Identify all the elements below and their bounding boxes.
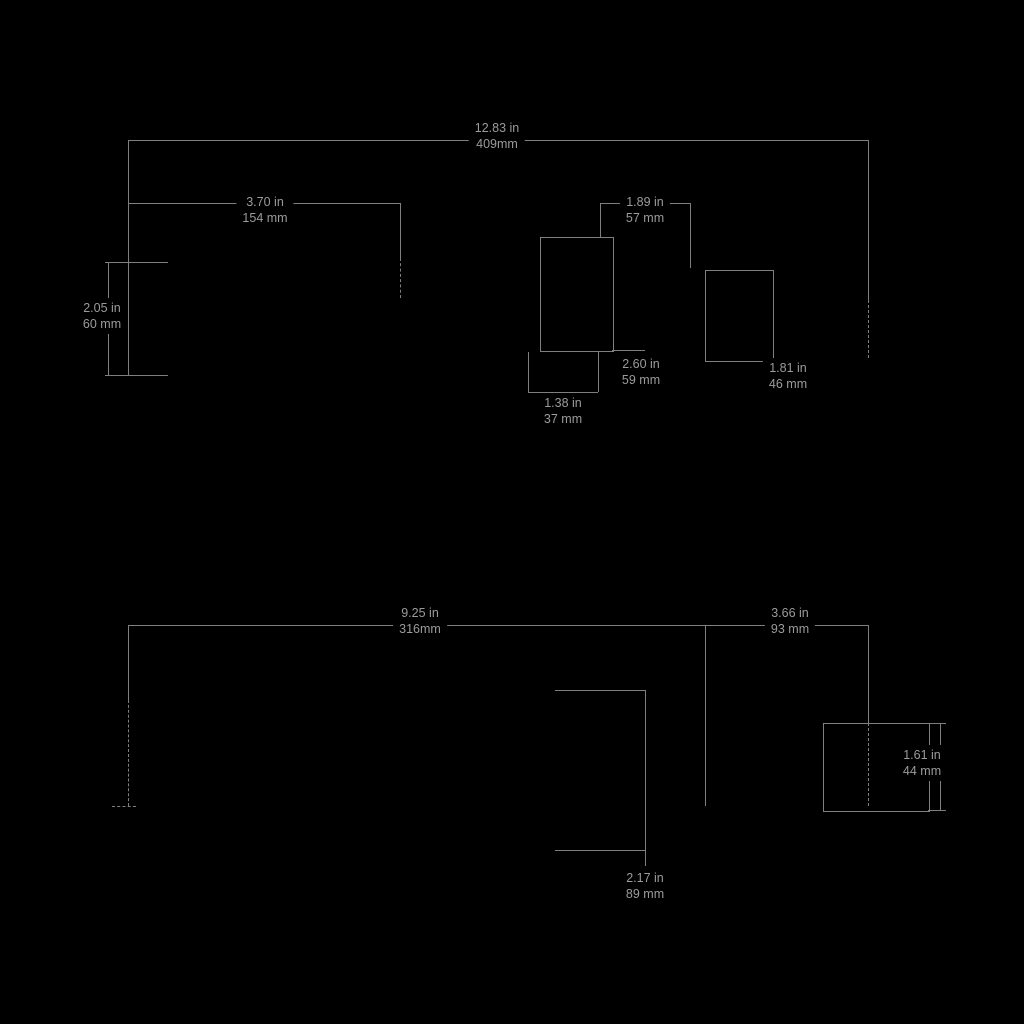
dim-label-top-mid-depth: 2.60 in 59 mm bbox=[615, 354, 667, 390]
dim-label-bottom-overall: 9.25 in 316mm bbox=[393, 603, 447, 639]
dim-value-mm: 316mm bbox=[399, 622, 441, 636]
dim-value-in: 3.70 in bbox=[246, 195, 284, 209]
dim-value-mm: 409mm bbox=[476, 137, 518, 151]
dim-value-in: 1.81 in bbox=[769, 361, 807, 375]
extension-line-370-right-dashed bbox=[400, 258, 401, 298]
dim-value-in: 2.60 in bbox=[622, 357, 660, 371]
dim-value-mm: 60 mm bbox=[82, 317, 122, 331]
extension-line-189-right bbox=[690, 203, 691, 268]
dim-value-mm: 154 mm bbox=[242, 211, 288, 225]
extension-tick-161-bottom bbox=[928, 810, 946, 811]
extension-line-bottom-mid bbox=[705, 625, 706, 806]
extension-line-217 bbox=[645, 850, 646, 866]
dim-value-mm: 93 mm bbox=[770, 622, 810, 636]
dim-value-mm: 59 mm bbox=[621, 373, 661, 387]
dim-value-in: 3.66 in bbox=[771, 606, 809, 620]
dim-label-top-mid-width: 1.89 in 57 mm bbox=[619, 192, 671, 228]
part-outline-bottom-mid-top bbox=[555, 690, 645, 691]
dim-label-top-overall: 12.83 in 409mm bbox=[468, 118, 526, 154]
dim-value-in: 9.25 in bbox=[401, 606, 439, 620]
extension-line-bottom-left-dashed bbox=[128, 700, 129, 806]
extension-tick-height-top bbox=[105, 262, 168, 263]
extension-line-189-left bbox=[600, 203, 601, 237]
extension-line-bottom-right-dashed bbox=[868, 723, 869, 806]
extension-tick-260 bbox=[612, 350, 645, 351]
dim-value-in: 1.61 in bbox=[903, 748, 941, 762]
dim-label-bottom-mid-depth: 2.17 in 89 mm bbox=[619, 868, 671, 904]
extension-line-top-right bbox=[868, 140, 869, 300]
dim-value-mm: 37 mm bbox=[543, 412, 583, 426]
extension-line-138-right bbox=[598, 352, 599, 392]
dim-value-mm: 57 mm bbox=[625, 211, 665, 225]
extension-line-top-left bbox=[128, 140, 129, 375]
extension-line-bottom-right bbox=[868, 625, 869, 723]
dim-label-top-right-depth: 1.81 in 46 mm bbox=[762, 358, 814, 394]
extension-line-138-left bbox=[528, 352, 529, 392]
dim-value-in: 1.89 in bbox=[626, 195, 664, 209]
dim-label-top-left-width: 3.70 in 154 mm bbox=[236, 192, 294, 228]
dim-value-in: 2.17 in bbox=[626, 871, 664, 885]
dim-value-mm: 89 mm bbox=[625, 887, 665, 901]
extension-tick-bottom-left bbox=[112, 806, 136, 807]
dim-value-in: 2.05 in bbox=[83, 301, 121, 315]
dim-value-in: 1.38 in bbox=[544, 396, 582, 410]
dim-value-mm: 46 mm bbox=[768, 377, 808, 391]
part-outline-top-middle bbox=[540, 237, 614, 352]
part-outline-bottom-mid-bottom bbox=[555, 850, 645, 851]
dim-line-top-mid-base bbox=[528, 392, 598, 393]
extension-line-370-right bbox=[400, 203, 401, 258]
dim-label-top-left-height: 2.05 in 60 mm bbox=[76, 298, 128, 334]
dim-label-bottom-right-height: 1.61 in 44 mm bbox=[896, 745, 948, 781]
extension-line-top-right-dashed bbox=[868, 300, 869, 358]
part-outline-top-right bbox=[705, 270, 774, 362]
dim-label-top-mid-base: 1.38 in 37 mm bbox=[537, 393, 589, 429]
dim-label-bottom-right-width: 3.66 in 93 mm bbox=[764, 603, 816, 639]
extension-tick-161-top bbox=[928, 723, 946, 724]
dim-value-in: 12.83 in bbox=[474, 121, 520, 135]
extension-tick-height-bottom bbox=[105, 375, 168, 376]
dim-line-bottom-overall bbox=[128, 625, 868, 626]
extension-line-bottom-left bbox=[128, 625, 129, 700]
dim-value-mm: 44 mm bbox=[902, 764, 942, 778]
part-outline-bottom-mid-right bbox=[645, 690, 646, 850]
